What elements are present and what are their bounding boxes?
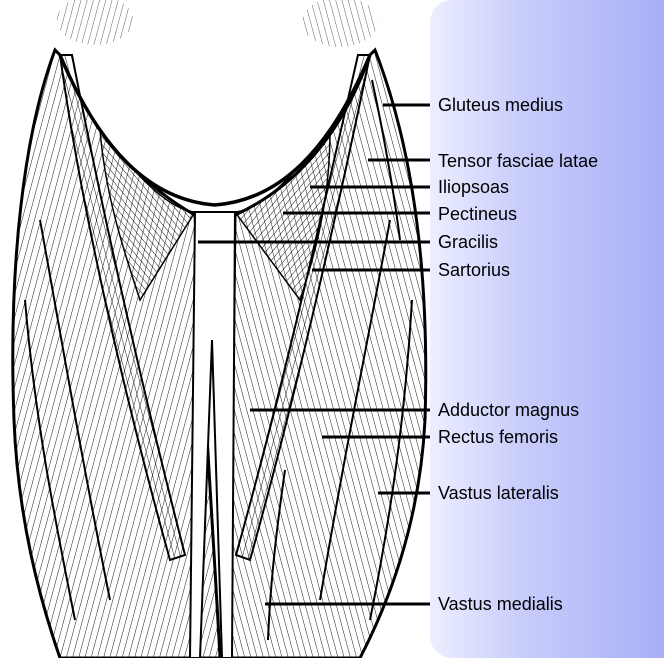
label-vastus-lateralis: Vastus lateralis — [438, 483, 559, 503]
label-tensor-fasciae-latae: Tensor fasciae latae — [438, 151, 598, 171]
label-gluteus-medius: Gluteus medius — [438, 95, 563, 115]
label-rectus-femoris: Rectus femoris — [438, 427, 558, 447]
left-buttock-shading — [57, 0, 133, 45]
label-iliopsoas: Iliopsoas — [438, 177, 509, 197]
label-gracilis: Gracilis — [438, 232, 498, 252]
label-pectineus: Pectineus — [438, 204, 517, 224]
right-buttock-shading — [302, 0, 378, 47]
label-sartorius: Sartorius — [438, 260, 510, 280]
label-vastus-medialis: Vastus medialis — [438, 594, 563, 614]
label-adductor-magnus: Adductor magnus — [438, 400, 579, 420]
